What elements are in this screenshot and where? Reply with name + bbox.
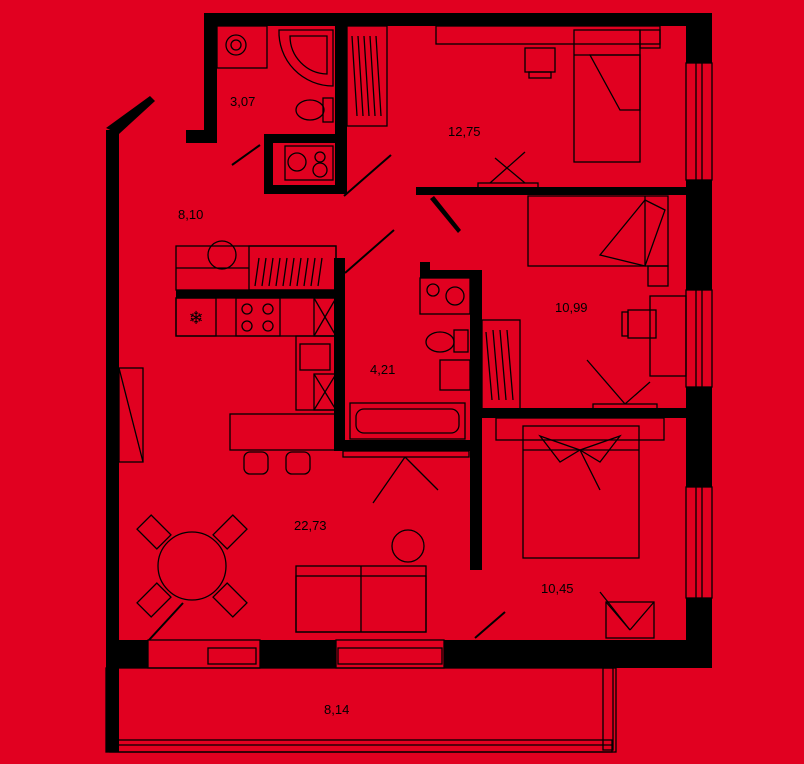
area-label-hall: 8,10 xyxy=(178,207,203,222)
area-label-bathroom-2: 4,21 xyxy=(370,362,395,377)
wardrobes xyxy=(175,25,521,411)
radiators xyxy=(342,151,658,639)
bedroom-2-furniture xyxy=(527,195,687,377)
bedroom-1-furniture xyxy=(435,25,661,163)
balcony xyxy=(105,667,617,753)
area-label-bedroom-1: 12,75 xyxy=(448,124,481,139)
bathroom-1-fixtures xyxy=(216,25,334,181)
living-furniture xyxy=(136,514,427,633)
bathroom-2-fixtures xyxy=(349,277,471,440)
snowflake-icon: ❄ xyxy=(188,308,203,329)
exterior-walls xyxy=(106,13,712,668)
door-swings xyxy=(148,144,506,641)
area-label-living-kitchen: 22,73 xyxy=(294,518,327,533)
area-label-bedroom-3: 10,45 xyxy=(541,581,574,596)
area-label-balcony: 8,14 xyxy=(324,702,349,717)
area-label-bathroom-1: 3,07 xyxy=(230,94,255,109)
area-label-bedroom-2: 10,99 xyxy=(555,300,588,315)
bedroom-3-furniture xyxy=(495,417,665,559)
interior-walls xyxy=(176,26,696,570)
windows xyxy=(118,62,713,669)
kitchen: ❄ xyxy=(175,297,337,475)
